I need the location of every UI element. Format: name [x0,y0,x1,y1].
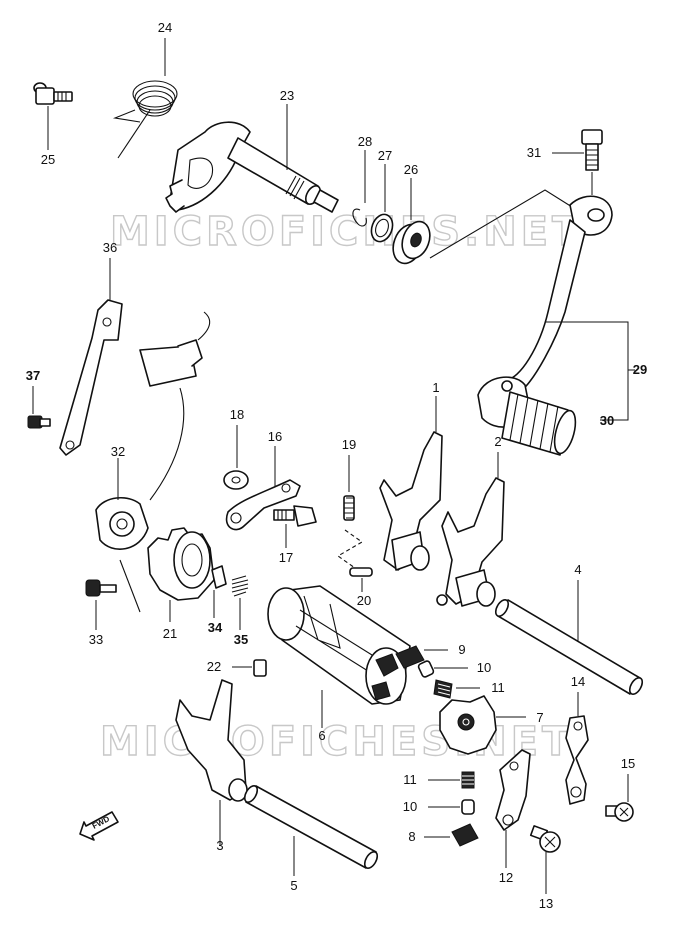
part-16-cam-stopper [225,479,301,531]
part-36-stopper-plate [59,299,123,456]
part-10-pin-lower [461,799,475,815]
part-34-pin [211,565,227,589]
callout-27: 27 [378,148,392,163]
callout-30: 30 [600,413,614,428]
fwd-arrow-icon: FWD [79,811,119,841]
part-10-pin-upper [417,660,435,678]
callout-32: 32 [111,444,125,459]
part-6-shift-cam [267,585,411,705]
part-15-screw [605,802,634,822]
callout-13: 13 [539,896,553,911]
callout-9: 9 [458,642,465,657]
part-30-pedal-rubber [501,391,577,456]
callout-5: 5 [290,878,297,893]
callout-1: 1 [432,380,439,395]
callout-15: 15 [621,756,635,771]
part-27-washer [370,213,394,243]
callout-3: 3 [216,838,223,853]
part-37-bolt [27,415,51,429]
part-35-spring [231,575,249,597]
part-8-plate-lower [451,823,479,847]
callout-18: 18 [230,407,244,422]
part-2-shift-fork [436,477,505,607]
watermark-top: MICROFICHES.NET [110,209,583,255]
callout-19: 19 [342,437,356,452]
part-13-screw [529,825,561,853]
callout-34: 34 [208,620,223,635]
callout-24: 24 [158,20,172,35]
part-19-spring [343,495,355,521]
part-5-fork-shaft [243,785,379,869]
callout-6: 6 [318,728,325,743]
part-3-shift-fork [175,679,248,802]
part-4-fork-shaft [494,599,644,695]
watermark-bottom: MICROFICHES.NET [100,719,573,765]
part-12-plate [495,749,531,831]
part-32-position-switch [95,311,211,613]
part-20-pin [349,567,373,577]
part-22-pin [253,659,267,677]
callout-20: 20 [357,593,371,608]
callout-16: 16 [268,429,282,444]
callout-11b: 11 [403,772,417,787]
callout-35: 35 [234,632,248,647]
callout-8: 8 [408,829,415,844]
part-1-shift-fork [379,431,443,571]
callout-4: 4 [574,562,581,577]
part-23-shift-shaft [165,121,339,213]
callout-31: 31 [527,145,541,160]
callout-25: 25 [41,152,55,167]
callout-10a: 10 [477,660,491,675]
callout-23: 23 [280,88,294,103]
part-31-bolt [581,129,603,171]
callout-21: 21 [163,626,177,641]
part-33-bolt [85,579,117,597]
part-24-spring [112,80,178,159]
callout-17: 17 [279,550,293,565]
callout-28: 28 [358,134,372,149]
callout-12: 12 [499,870,513,885]
callout-26: 26 [404,162,418,177]
callout-10b: 10 [403,799,417,814]
callout-7: 7 [536,710,543,725]
callout-22: 22 [207,659,221,674]
callout-29: 29 [633,362,647,377]
part-21-cam-gear [147,527,215,601]
callout-2: 2 [494,434,501,449]
callout-14: 14 [571,674,585,689]
part-17-bolt [273,505,317,527]
callout-33: 33 [89,632,103,647]
part-18-washer [223,470,249,490]
callout-11a: 11 [491,680,505,695]
callout-37: 37 [26,368,40,383]
part-28-circlip [352,208,367,227]
part-9-plate [395,645,425,669]
part-7-cam-stopper [439,695,497,755]
part-11-spring-lower [461,771,475,789]
part-26-bearing [392,220,431,265]
part-11-spring-upper [433,679,453,699]
part-25-bolt [33,82,73,105]
callout-36: 36 [103,240,117,255]
part-14-plate [565,715,589,805]
